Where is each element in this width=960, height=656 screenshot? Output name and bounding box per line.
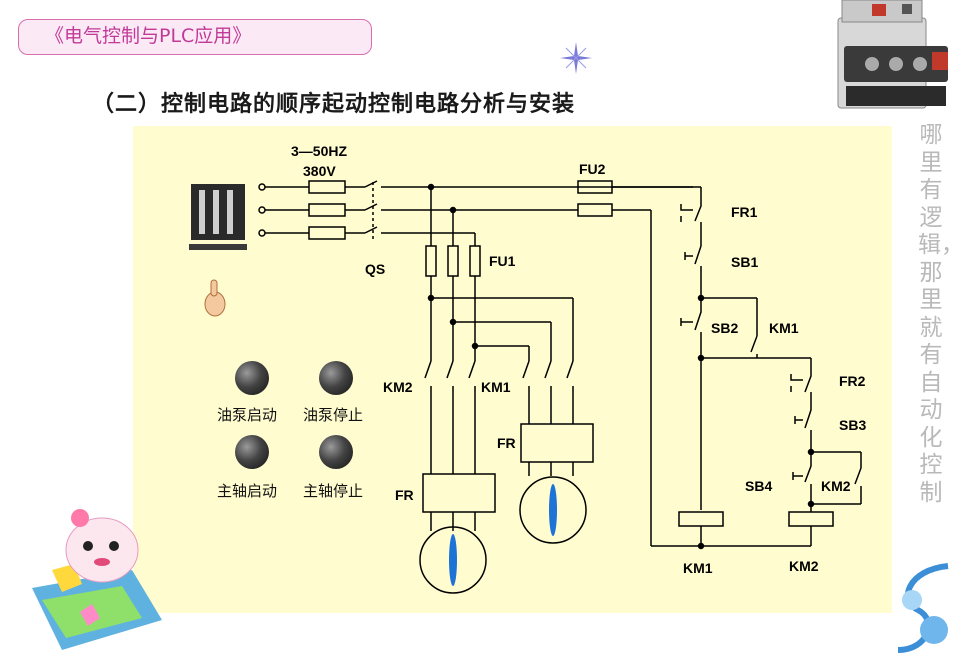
km1-main-label: KM1 bbox=[481, 379, 511, 395]
fu1-label: FU1 bbox=[489, 253, 516, 269]
pump-stop-label: 油泵停止 bbox=[303, 406, 364, 424]
pump-start-button[interactable] bbox=[235, 361, 269, 395]
spindle-start-button[interactable] bbox=[235, 435, 269, 469]
course-title: 《电气控制与PLC应用》 bbox=[18, 19, 372, 55]
fu2-label: FU2 bbox=[579, 161, 606, 177]
km2-contact-label: KM2 bbox=[821, 478, 851, 494]
sb4-label: SB4 bbox=[745, 478, 772, 494]
circuit-diagram-panel: 3—50HZ 380V QS FU1 FU2 FR1 SB1 SB2 KM1 F… bbox=[133, 126, 892, 613]
cartoon-decoration bbox=[32, 509, 162, 650]
spindle-start-label: 主轴启动 bbox=[217, 482, 278, 500]
thermal-relay-image bbox=[837, 0, 948, 109]
sb2-label: SB2 bbox=[711, 320, 738, 336]
power-source-icon bbox=[189, 184, 247, 250]
sparkle-icon bbox=[560, 42, 592, 74]
km2-main-label: KM2 bbox=[383, 379, 413, 395]
pump-stop-button[interactable] bbox=[319, 361, 353, 395]
hand-pointer-icon bbox=[204, 279, 226, 317]
fr2-label: FR2 bbox=[839, 373, 866, 389]
side-slogan: 哪里有逻辑，那里就有自动化控制 bbox=[918, 122, 960, 506]
circuit-diagram: 3—50HZ 380V QS FU1 FU2 FR1 SB1 SB2 KM1 F… bbox=[189, 143, 866, 594]
spindle-stop-button[interactable] bbox=[319, 435, 353, 469]
fr-left-label: FR bbox=[395, 487, 414, 503]
fr-right-label: FR bbox=[497, 435, 516, 451]
km1-contact-label: KM1 bbox=[769, 320, 799, 336]
km1-coil-label: KM1 bbox=[683, 560, 713, 576]
sb1-label: SB1 bbox=[731, 254, 758, 270]
pump-start-label: 油泵启动 bbox=[217, 406, 278, 424]
fr1-label: FR1 bbox=[731, 204, 758, 220]
section-heading: （二）控制电路的顺序起动控制电路分析与安装 bbox=[92, 91, 576, 117]
supply-label-1: 3—50HZ bbox=[291, 143, 347, 159]
swirl-decoration bbox=[897, 563, 949, 653]
sb3-label: SB3 bbox=[839, 417, 866, 433]
spindle-stop-label: 主轴停止 bbox=[303, 482, 364, 500]
qs-label: QS bbox=[365, 261, 385, 277]
km2-coil-label: KM2 bbox=[789, 558, 819, 574]
supply-label-2: 380V bbox=[303, 163, 336, 179]
